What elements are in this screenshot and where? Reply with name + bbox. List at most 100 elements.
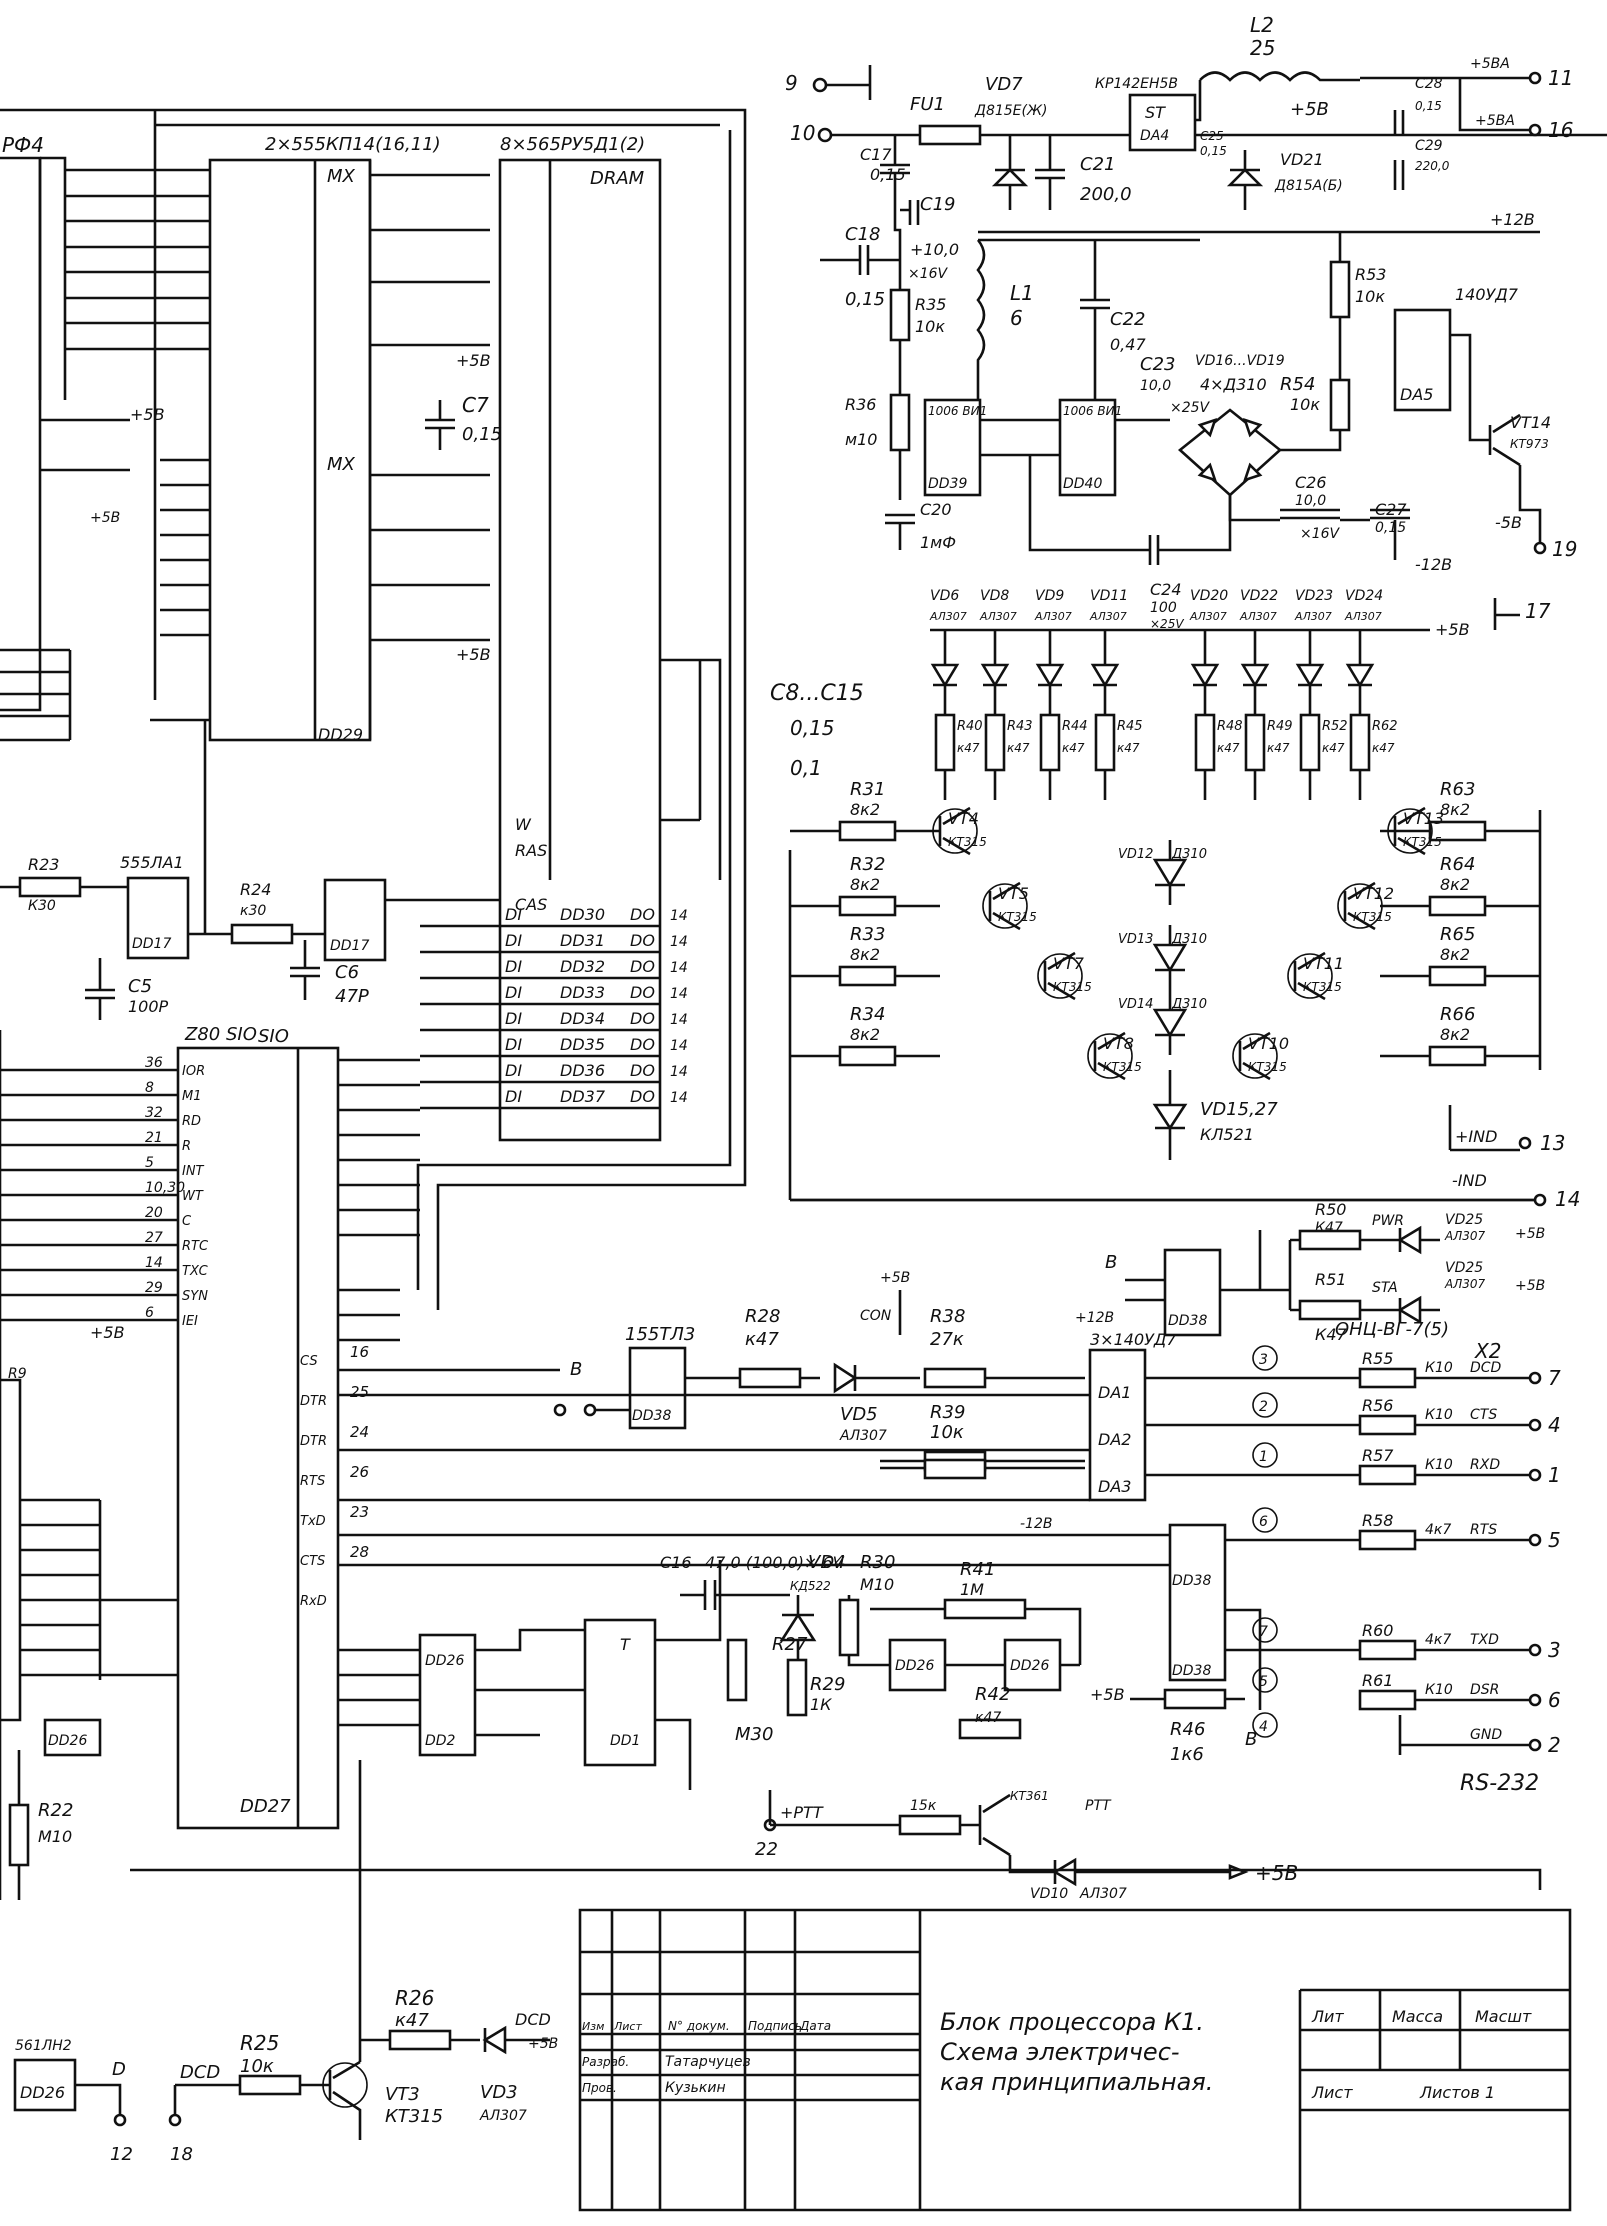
c23-v: ×25V (1170, 400, 1211, 416)
dd29-vcc2: +5В (456, 645, 491, 664)
da-rail: +12В (1075, 1310, 1114, 1326)
c22-name: C22 (1110, 309, 1145, 330)
title-line-2: Схема электричес- (940, 2038, 1180, 2066)
sio-left-pin-num: 21 (145, 1130, 163, 1146)
c25-rail: +5В (1290, 99, 1329, 120)
c26-v: ×16V (1300, 526, 1341, 542)
flip-flops: DD26 DD2 T DD1 (338, 1560, 722, 1790)
da4-st: ST (1145, 103, 1166, 122)
l2-val: 25 (1250, 36, 1275, 60)
dram-row-pin: 14 (670, 1038, 688, 1054)
conn-circuit-num: 6 (1259, 1514, 1268, 1530)
l1-name: L1 (1010, 281, 1034, 305)
c5-name: C5 (128, 976, 152, 997)
dram-row-do: DO (630, 957, 655, 976)
vd3-type: АЛ307 (479, 2108, 527, 2124)
conn-pin-name: RXD (1470, 1457, 1500, 1473)
c16-val: 47,0 (100,0)× 6V (705, 1553, 845, 1572)
l1-val: 6 (1010, 306, 1023, 330)
dram-row-di: DI (505, 1087, 522, 1106)
ladder-vt-name: VT7 (1053, 954, 1085, 973)
conn-pin-name: DCD (1470, 1360, 1502, 1376)
sio-left-pin-name: RTC (182, 1239, 209, 1254)
dram-label: 8×565РУ5Д1(2) (500, 134, 645, 155)
ladder-right-res-val: 8к2 (1440, 945, 1470, 964)
dd39-code2: 1006 ВИ1 (928, 404, 987, 418)
da2: DA2 (1098, 1430, 1131, 1449)
r50-val: К47 (1315, 1220, 1343, 1236)
ladder-vt-name: VT11 (1303, 954, 1344, 973)
ladder-vd-name: VD12 (1118, 847, 1153, 862)
led-res-name: R40 (957, 719, 983, 734)
left-chip-label: РФ4 (2, 133, 44, 157)
c28-val: 0,15 (1415, 99, 1442, 113)
ladder-vt-type: КТ315 (1248, 1060, 1287, 1074)
c17-val: 0,15 (870, 165, 906, 184)
r26-val: к47 (395, 2010, 429, 2031)
conn-res-val: К10 (1425, 1682, 1453, 1698)
dd2-name: DD2 (425, 1733, 456, 1749)
led-type: АЛ307 (1089, 610, 1127, 623)
vd5-name: VD5 (840, 1404, 878, 1425)
ladder-vt-name: VT10 (1248, 1034, 1289, 1053)
dd29-name: DD29 (318, 725, 363, 744)
led-res-name: R44 (1062, 719, 1088, 734)
dev-name: Татарчуцев (665, 2054, 751, 2070)
led-res-val: к47 (1007, 741, 1030, 755)
conn-res-val: 4к7 (1425, 1522, 1451, 1538)
c28-name: C28 (1415, 76, 1443, 92)
dd29-label: 2×555КП14(16,11) (265, 134, 441, 155)
led-name: VD8 (980, 588, 1009, 604)
led-res-name: R48 (1217, 719, 1243, 734)
dram-w: W (515, 815, 532, 834)
c6-name: C6 (335, 962, 359, 983)
r53-name: R53 (1355, 265, 1386, 284)
pwr-rail: +5В (1515, 1226, 1545, 1242)
conn-pin-num: 3 (1548, 1638, 1561, 1662)
vd3-rail: +5В (528, 2036, 558, 2052)
dd29-mx2: MX (327, 454, 356, 475)
dd26d-name: DD26 (1010, 1658, 1049, 1674)
conn-pin-name: DSR (1470, 1682, 1499, 1698)
led-res-name: R43 (1007, 719, 1033, 734)
led-name: VD24 (1345, 588, 1383, 604)
dd38a-label: 155ТЛ3 (625, 1324, 695, 1345)
conn-circuit-num: 5 (1259, 1674, 1268, 1690)
c18-val: 0,15 (845, 289, 885, 310)
dram-row-pin: 14 (670, 1090, 688, 1106)
r39-name: R39 (930, 1402, 965, 1423)
dram-row-di: DI (505, 1035, 522, 1054)
ladder-vt-name: VT5 (998, 884, 1029, 903)
r27-val: М30 (735, 1724, 773, 1745)
power-supply: 9 10 FU1 C17 0,15 C18 0,15 C19 +10,0 ×16… (785, 13, 1607, 639)
r46-rail: +5В (1090, 1685, 1125, 1704)
sio-right-pin-num: 25 (350, 1383, 369, 1401)
chk-role: Пров. (582, 2081, 617, 2095)
sio-name: DD27 (240, 1796, 291, 1817)
r41-name: R41 (960, 1559, 995, 1580)
c8-c15-group: C8...C15 0,15 0,1 (770, 681, 864, 780)
da-label: 3×140УД7 (1090, 1330, 1177, 1349)
led-res-val: к47 (1372, 741, 1395, 755)
vd3-name: VD3 (480, 2082, 518, 2103)
ladder-left-res-val: 8к2 (850, 800, 880, 819)
dcd-pin: 18 (170, 2144, 193, 2165)
led-name: VD22 (1240, 588, 1278, 604)
r28-name: R28 (745, 1306, 780, 1327)
col-sign: Подпись (748, 2019, 802, 2033)
dram-title: DRAM (590, 168, 645, 189)
pin16: 16 (1548, 118, 1573, 142)
ladder-vt-type: КТ315 (1403, 835, 1442, 849)
status-leds: DD38 B R50 К47 R51 К47 PWR STA VD25 АЛ30… (790, 1171, 1580, 1344)
top-bus (0, 108, 747, 1310)
transistor-ladder: +IND 13 VD15,27 КЛ521 R318к2R328к2R338к2… (788, 779, 1565, 1202)
vd25b-name: VD25 (1445, 1260, 1483, 1276)
vd25a-name: VD25 (1445, 1212, 1483, 1228)
c24-val: 100 (1150, 600, 1177, 616)
da5-name: DA5 (1400, 385, 1433, 404)
sta-rail: +5В (1515, 1278, 1545, 1294)
r9-label: R9 (8, 1366, 27, 1382)
conn-res-name: R55 (1362, 1349, 1393, 1368)
led-type: АЛ307 (1189, 610, 1227, 623)
c21-val: 200,0 (1080, 184, 1132, 205)
